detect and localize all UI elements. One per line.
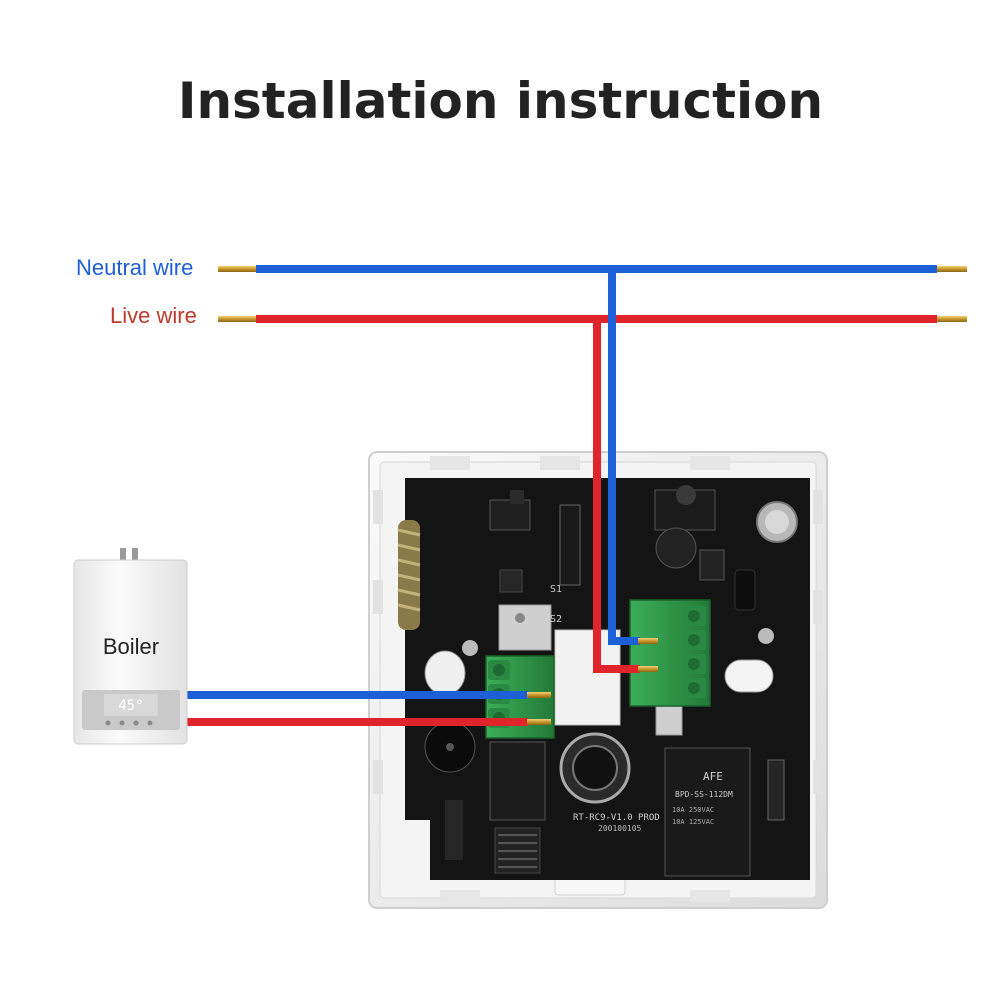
boiler-blue-wire xyxy=(187,691,551,699)
relay-brand-text: AFE xyxy=(703,770,723,783)
boiler-unit xyxy=(73,548,188,745)
neutral-wire xyxy=(218,265,967,273)
live-wire xyxy=(218,315,967,323)
pcb-spring xyxy=(397,520,421,630)
boiler-display-value: 45° xyxy=(118,698,143,714)
boiler-red-wire xyxy=(187,718,551,726)
neutral-wire-label: Neutral wire xyxy=(76,255,194,280)
boiler-control-dots xyxy=(105,720,153,726)
page-title: Installation instruction xyxy=(177,72,824,130)
neutral-drop-wire xyxy=(608,269,658,645)
relay-rating-2: 10A 125VAC xyxy=(672,818,714,826)
silk-s2: S2 xyxy=(550,614,562,625)
boiler-label: Boiler xyxy=(103,634,159,659)
relay-model-text: BPD-SS-112DM xyxy=(675,790,733,799)
silk-s1: S1 xyxy=(550,584,562,595)
pcb-board xyxy=(397,478,810,880)
live-drop-wire xyxy=(593,319,658,673)
relay-rating-1: 10A 250VAC xyxy=(672,806,714,814)
board-model-text: RT-RC9-V1.0 PROD xyxy=(573,813,660,823)
terminal-block-right xyxy=(629,599,711,707)
live-wire-label: Live wire xyxy=(110,303,197,328)
board-date-code: 200100105 xyxy=(598,824,642,833)
